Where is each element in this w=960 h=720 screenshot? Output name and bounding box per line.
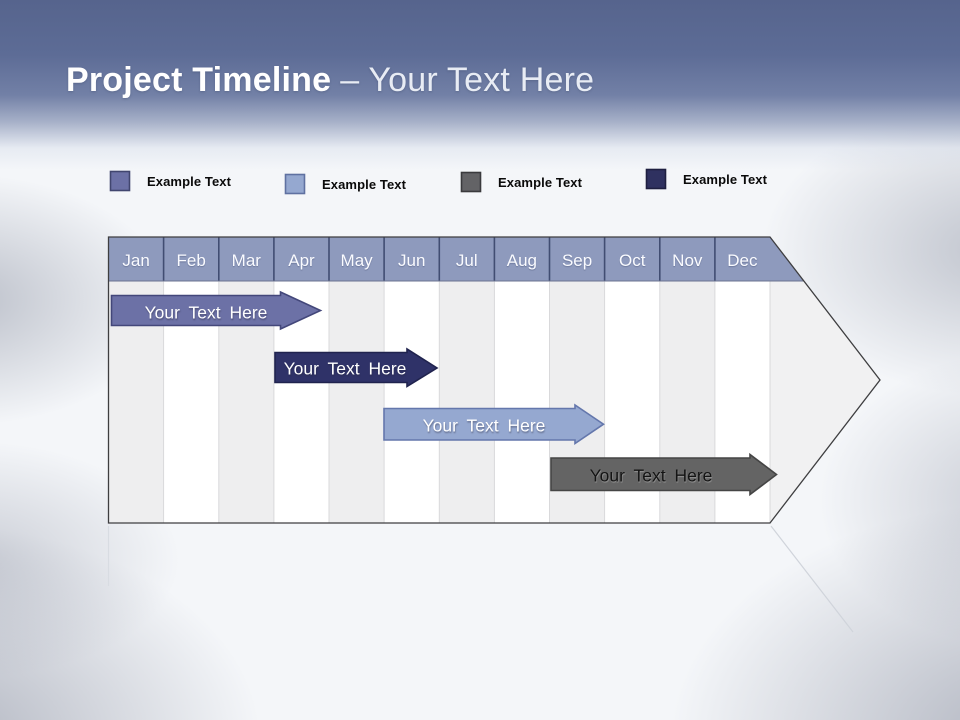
legend-label: Example Text [322,176,407,192]
month-label: Jan [122,251,149,270]
title-band [0,0,960,172]
arrow-head-fill [770,281,880,523]
legend-swatch [645,168,667,190]
bar-label: Your Text Here [423,416,546,436]
month-labels: Jan Feb Mar Apr May Jun Jul Aug Sep Oct … [122,251,758,270]
legend-item-2[interactable]: Example Text [284,173,406,195]
bar-arrow-shape[interactable] [383,403,605,446]
timeline-bar-4[interactable]: Your Text Here [550,452,778,497]
month-label: Nov [672,251,703,270]
bar-label: Your Text Here [590,466,713,486]
legend-swatch-icon [284,173,306,195]
month-label: Apr [288,251,315,270]
title-main: Project Timeline [66,61,332,99]
bar-arrow-shape[interactable] [550,452,778,497]
bar-label: Your Text Here [145,303,268,323]
month-label: Jul [456,251,478,270]
table-outline [107,236,881,524]
legend-swatch-icon [109,170,131,192]
legend-label: Example Text [498,174,583,190]
month-label: Mar [232,251,262,270]
legend-swatch [460,171,482,193]
month-label: Feb [177,251,206,270]
month-label: Jun [398,251,425,270]
month-label: Oct [619,251,646,270]
timeline-bar-3[interactable]: Your Text Here [383,403,605,446]
month-label: Dec [727,251,758,270]
month-label: Sep [562,251,592,270]
month-column [329,281,385,523]
month-header-band [108,237,804,281]
title-subtitle: – Your Text Here [340,61,595,99]
month-column [439,281,495,523]
timeline-bar-1[interactable]: Your Text Here [110,290,323,331]
timeline-bar-2[interactable]: Your Text Here [274,347,439,388]
reflection-diagonal-edge [770,525,854,633]
legend-swatch-icon [460,171,482,193]
legend-item-1[interactable]: Example Text [109,170,231,192]
month-label: May [341,251,374,270]
bar-label: Your Text Here [284,359,407,379]
legend-item-4[interactable]: Example Text [645,168,767,190]
header-dividers [162,237,716,281]
page-title[interactable]: Project Timeline– Your Text Here [66,58,594,102]
legend-swatch [284,173,306,195]
legend-label: Example Text [683,171,768,187]
legend-swatch-icon [645,168,667,190]
month-label: Aug [507,251,537,270]
bar-arrow-shape[interactable] [274,347,439,388]
legend-label: Example Text [147,173,232,189]
legend-item-3[interactable]: Example Text [460,171,582,193]
legend-swatch [109,170,131,192]
bar-arrow-shape[interactable] [110,290,323,331]
